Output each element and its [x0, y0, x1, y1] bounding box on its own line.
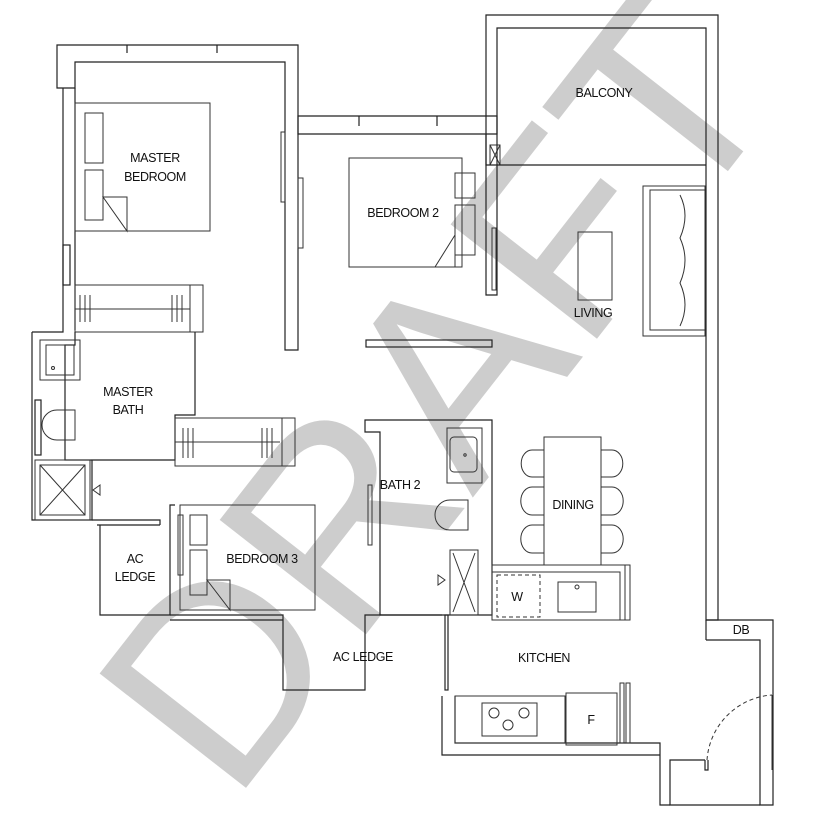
walls	[31, 14, 774, 806]
label-living: LIVING	[574, 306, 613, 320]
label-fridge: F	[587, 713, 595, 727]
label-bath-2: BATH 2	[380, 478, 421, 492]
label-master-bath-line1: MASTER	[103, 385, 153, 399]
label-ac-ledge-bottom: AC LEDGE	[333, 650, 393, 664]
label-bedroom-2: BEDROOM 2	[367, 206, 439, 220]
label-kitchen: KITCHEN	[518, 651, 570, 665]
room-labels: MASTER BEDROOM BEDROOM 2 BALCONY LIVING …	[103, 86, 750, 727]
draft-watermark: DRAFT	[41, 0, 815, 832]
label-db: DB	[733, 623, 750, 637]
label-bedroom-3: BEDROOM 3	[226, 552, 298, 566]
label-dining: DINING	[552, 498, 593, 512]
label-ac-ledge-left-line2: LEDGE	[115, 570, 155, 584]
label-ac-ledge-left-line1: AC	[127, 552, 144, 566]
label-master-bath-line2: BATH	[113, 403, 144, 417]
label-master-bedroom-line1: MASTER	[130, 151, 180, 165]
label-master-bedroom-line2: BEDROOM	[124, 170, 186, 184]
label-washer: W	[511, 590, 523, 604]
label-balcony: BALCONY	[576, 86, 634, 100]
